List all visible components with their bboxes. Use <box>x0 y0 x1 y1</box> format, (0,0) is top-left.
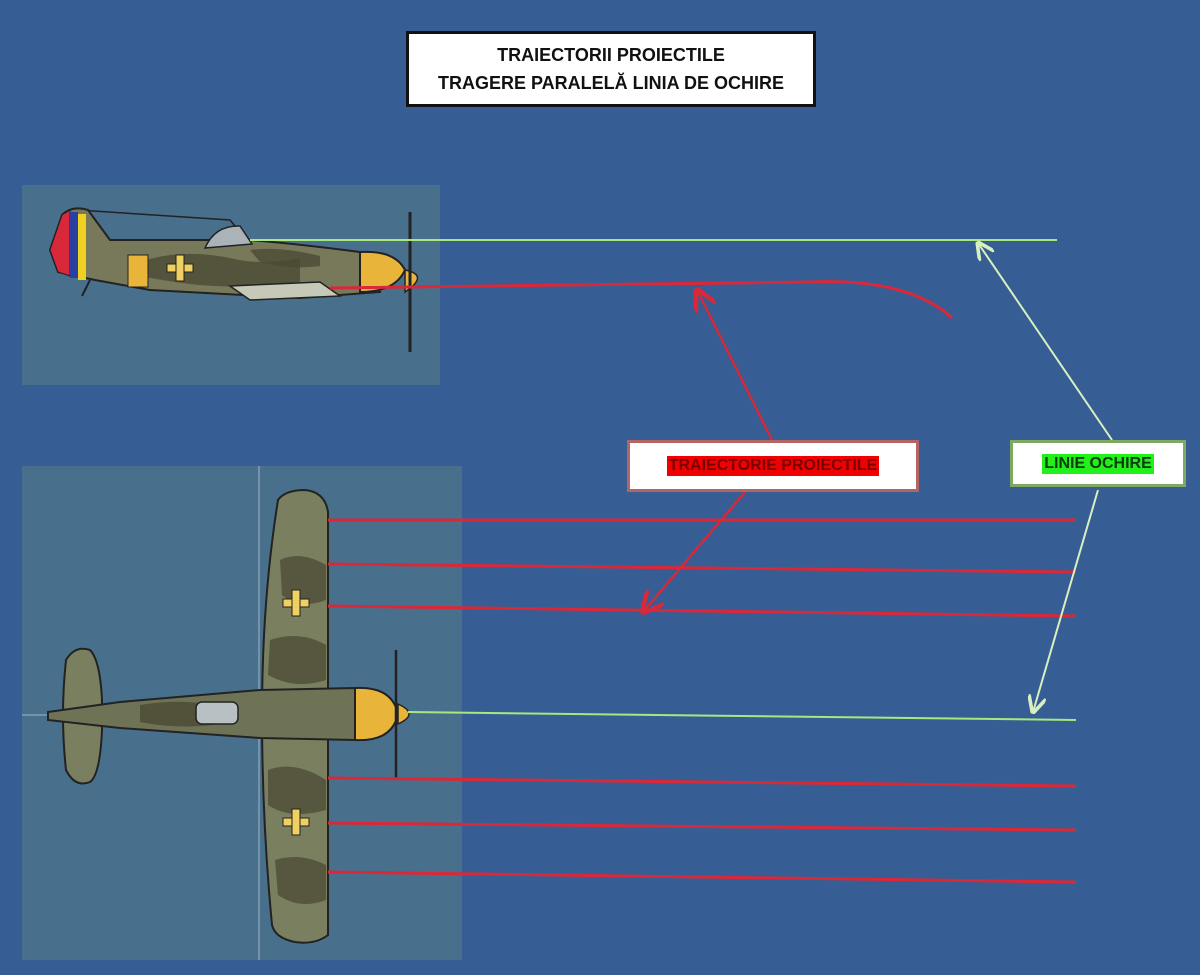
title-line-1: TRAIECTORII PROIECTILE <box>497 45 725 65</box>
trajectory-line-top <box>327 870 1077 884</box>
side-view-aircraft <box>48 207 419 352</box>
sight-line-label: LINIE OCHIRE <box>1042 453 1154 474</box>
trajectory-line-top <box>327 776 1077 788</box>
sight-pointer-arrow-down <box>1033 489 1099 712</box>
trajectory-line-top <box>327 604 1077 618</box>
trajectory-pointer-arrow-up <box>697 290 774 441</box>
projectile-trajectory-label: TRAIECTORIE PROIECTILE <box>666 456 880 476</box>
trajectory-pointer-arrow-down <box>643 491 746 612</box>
top-view-aircraft <box>47 488 410 944</box>
trajectory-line-top <box>327 562 1077 574</box>
trajectory-line-top <box>327 821 1077 832</box>
trajectory-line-side <box>329 280 953 320</box>
sight-pointer-arrow-up <box>978 243 1113 441</box>
sight-line-label-box: LINIE OCHIRE <box>1010 440 1186 487</box>
diagram-title: TRAIECTORII PROIECTILE TRAGERE PARALELĂ … <box>406 31 816 107</box>
projectile-trajectory-label-box: TRAIECTORIE PROIECTILE <box>627 440 919 492</box>
title-line-2: TRAGERE PARALELĂ LINIA DE OCHIRE <box>437 73 784 93</box>
sight-line-top <box>407 711 1077 721</box>
